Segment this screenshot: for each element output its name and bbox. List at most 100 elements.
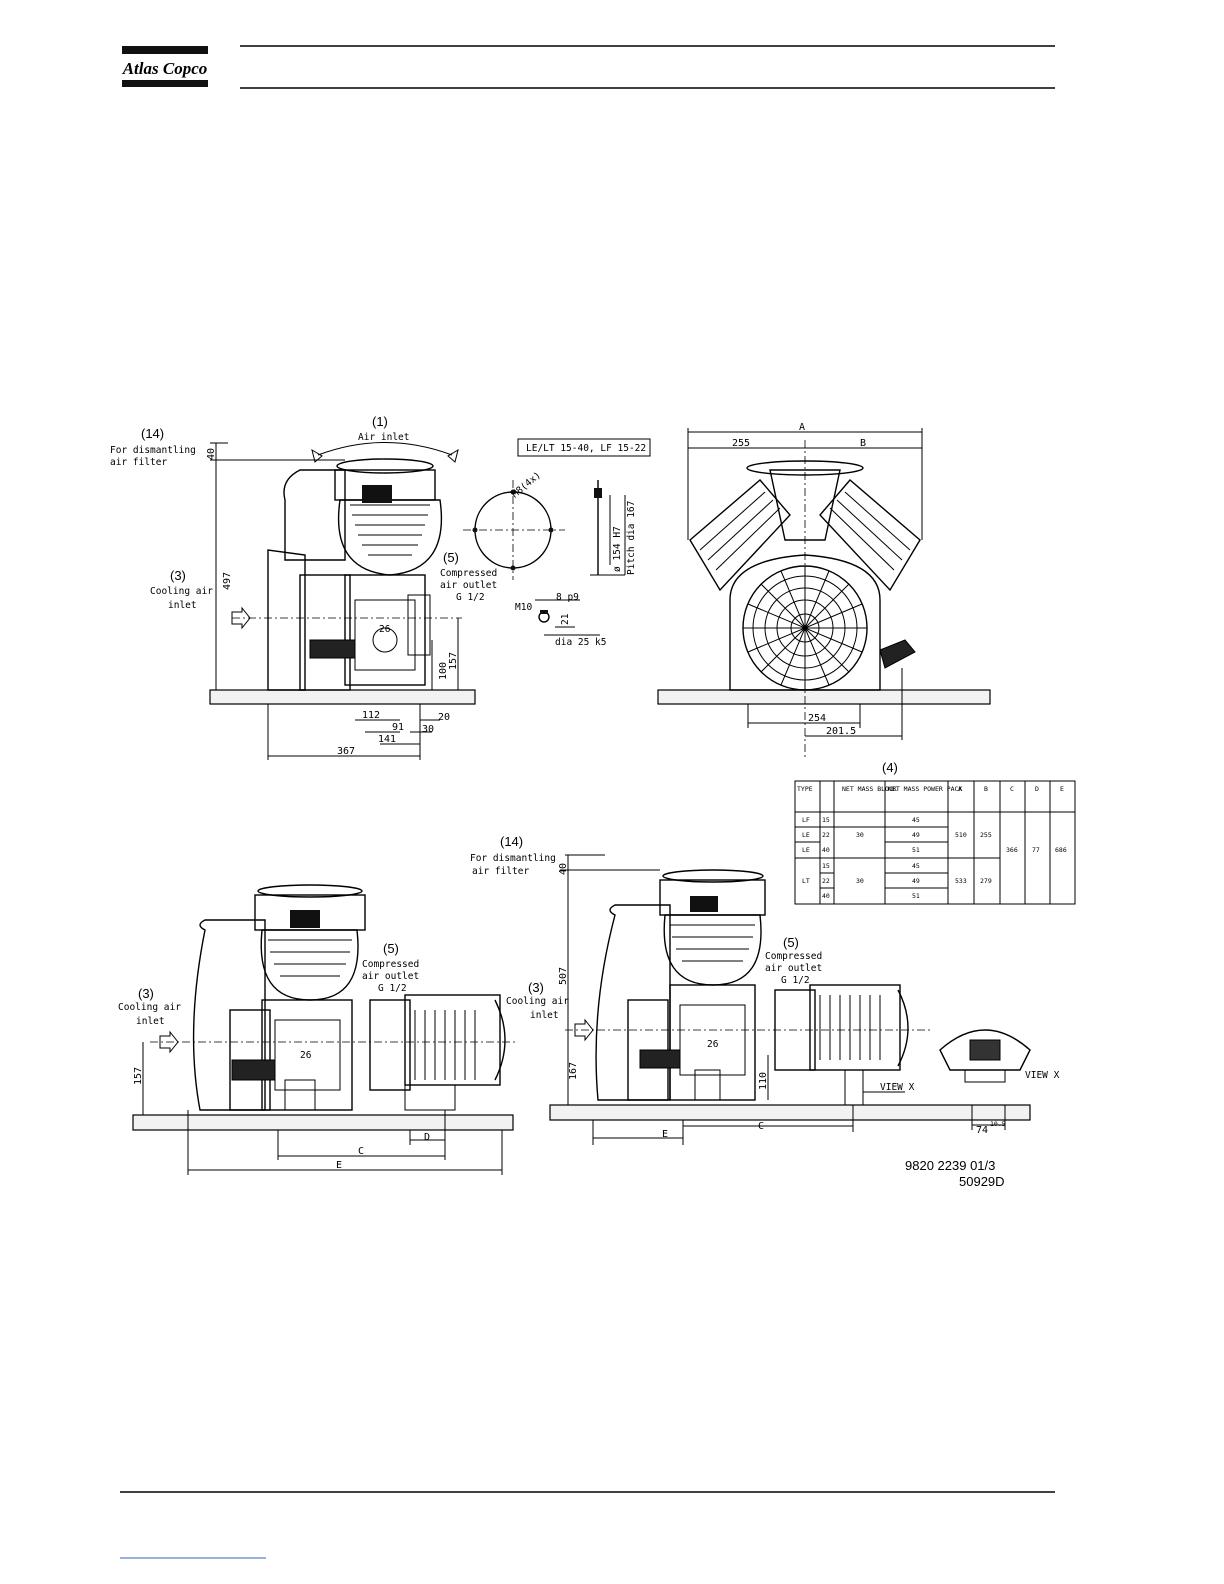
dim-E-bl: E bbox=[336, 1160, 342, 1171]
callout-3-br-text2: inlet bbox=[530, 1010, 559, 1021]
doc-number: 9820 2239 01/3 bbox=[905, 1158, 995, 1173]
cell: 45 bbox=[912, 862, 920, 870]
th-type: TYPE bbox=[797, 785, 813, 793]
callout-5-br-text2: air outlet bbox=[765, 963, 822, 974]
dim-110-br: 110 bbox=[758, 1072, 769, 1090]
callout-5-text1: Compressed bbox=[440, 568, 497, 579]
dim-91: 91 bbox=[392, 722, 404, 733]
callout-5: (5) bbox=[443, 550, 459, 565]
flange-key: 8 p9 bbox=[556, 592, 579, 603]
callout-5-br: (5) bbox=[783, 935, 799, 950]
dim-26: 26 bbox=[379, 624, 391, 635]
callout-5-br-text1: Compressed bbox=[765, 951, 822, 962]
dim-201-5: 201.5 bbox=[826, 726, 856, 737]
table-row: LF 15 45 bbox=[802, 816, 920, 824]
callout-5-bl-text2: air outlet bbox=[362, 971, 419, 982]
side-view-block: 26 (1) Air inlet (14) For dismantling ai… bbox=[110, 414, 497, 760]
view-x-title: VIEW X bbox=[1025, 1070, 1060, 1081]
callout-14-text1: For dismantling bbox=[110, 445, 196, 456]
power-pack-left: 26 (5) Compressed air outlet G 1/2 (3) C… bbox=[118, 884, 515, 1175]
atlas-copco-logo: Atlas Copco bbox=[122, 46, 208, 87]
dim-26-bl: 26 bbox=[300, 1050, 312, 1061]
callout-14-br-text1: For dismantling bbox=[470, 853, 556, 864]
dim-112: 112 bbox=[362, 710, 380, 721]
dim-141: 141 bbox=[378, 734, 396, 745]
cell: LF bbox=[802, 816, 810, 824]
callout-3-br-text1: Cooling air bbox=[506, 996, 569, 1007]
callout-5-text2: air outlet bbox=[440, 580, 497, 591]
power-pack-right: 26 VIEW X (14) For dismantling air filte… bbox=[470, 834, 1060, 1145]
th-net-mass-power-pack: NET MASS POWER PACK bbox=[888, 785, 962, 793]
callout-3-text2: inlet bbox=[168, 600, 197, 611]
table-row: LE 40 51 bbox=[802, 846, 920, 854]
th-d: D bbox=[1035, 785, 1039, 793]
cell: 30 bbox=[856, 877, 864, 885]
cell: 40 bbox=[822, 892, 830, 900]
callout-3-bl-text1: Cooling air bbox=[118, 1002, 181, 1013]
cell: LE bbox=[802, 846, 810, 854]
cell: 15 bbox=[822, 862, 830, 870]
th-net-mass-block: NET MASS BLOCK bbox=[842, 785, 897, 793]
callout-1: (1) bbox=[372, 414, 388, 429]
callout-14-text2: air filter bbox=[110, 457, 167, 468]
flange-bore: ø 154 H7 bbox=[612, 526, 623, 572]
type-table: (4) TYPE NET MASS BLOCK NET MASS POWER P… bbox=[794, 760, 1076, 905]
dim-30: 30 bbox=[422, 724, 434, 735]
ground-slab bbox=[209, 689, 476, 705]
dim-507-br: 507 bbox=[558, 967, 569, 985]
ground-slab-front bbox=[657, 689, 991, 705]
dim-E-br: E bbox=[662, 1129, 668, 1140]
callout-3: (3) bbox=[170, 568, 186, 583]
flange-thread: M10 bbox=[515, 602, 532, 613]
callout-5-bl-text1: Compressed bbox=[362, 959, 419, 970]
dim-367: 367 bbox=[337, 746, 355, 757]
cell-d: 77 bbox=[1032, 846, 1040, 854]
callout-3-bl: (3) bbox=[138, 986, 154, 1001]
cell: 51 bbox=[912, 846, 920, 854]
callout-14-br-text2: air filter bbox=[472, 866, 529, 877]
callout-1-text: Air inlet bbox=[358, 432, 409, 443]
callout-14: (14) bbox=[141, 426, 164, 441]
cell-b1: 255 bbox=[980, 831, 992, 839]
cell: 49 bbox=[912, 877, 920, 885]
front-view-block: A 255 B 254 201.5 bbox=[657, 422, 991, 760]
dim-20: 20 bbox=[438, 712, 450, 723]
th-a: A bbox=[958, 785, 962, 793]
flange-bolt: M8(4x) bbox=[510, 470, 543, 500]
callout-14-br: (14) bbox=[500, 834, 523, 849]
cell: LT bbox=[802, 877, 810, 885]
cell-a2: 533 bbox=[955, 877, 967, 885]
dim-C-bl: C bbox=[358, 1146, 364, 1157]
callout-5-bl: (5) bbox=[383, 941, 399, 956]
dim-74-br: 74 bbox=[976, 1125, 988, 1136]
dim-40-br: 40 bbox=[558, 863, 569, 875]
cell: 40 bbox=[822, 846, 830, 854]
flange-shaft: dia 25 k5 bbox=[555, 637, 606, 648]
flange-title: LE/LT 15-40, LF 15-22 bbox=[526, 443, 646, 454]
cell: 30 bbox=[856, 831, 864, 839]
dim-40: 40 bbox=[206, 448, 217, 460]
cell: 22 bbox=[822, 831, 830, 839]
cell: 49 bbox=[912, 831, 920, 839]
cell: LE bbox=[802, 831, 810, 839]
callout-5-text3: G 1/2 bbox=[456, 592, 485, 603]
flange-detail: LE/LT 15-40, LF 15-22 M8(4x) ø 154 H7 Pi… bbox=[463, 438, 651, 648]
th-b: B bbox=[984, 785, 988, 793]
cell-c: 366 bbox=[1006, 846, 1018, 854]
cell: 45 bbox=[912, 816, 920, 824]
cell: 22 bbox=[822, 877, 830, 885]
doc-code: 50929D bbox=[959, 1174, 1005, 1189]
dim-D-bl: D bbox=[424, 1132, 430, 1143]
cell-a1: 510 bbox=[955, 831, 967, 839]
th-e: E bbox=[1060, 785, 1064, 793]
cell-b2: 279 bbox=[980, 877, 992, 885]
brand-name: Atlas Copco bbox=[122, 59, 208, 78]
cell: 15 bbox=[822, 816, 830, 824]
dim-255: 255 bbox=[732, 438, 750, 449]
dim-254: 254 bbox=[808, 713, 826, 724]
callout-3-br: (3) bbox=[528, 980, 544, 995]
callout-3-bl-text2: inlet bbox=[136, 1016, 165, 1027]
dim-10-5-br: 10.5 bbox=[990, 1120, 1006, 1128]
table-row: LT 22 30 49 bbox=[802, 877, 920, 885]
